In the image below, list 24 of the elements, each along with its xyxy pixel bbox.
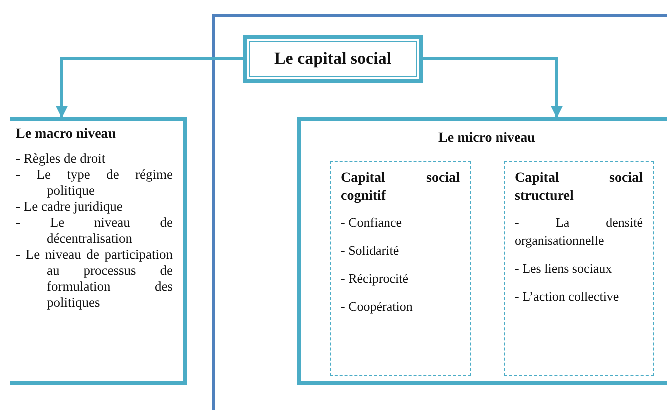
list-item: - Réciprocité	[341, 270, 410, 288]
heading: Le macro niveau	[16, 127, 118, 143]
list-item: - Le niveau de participation au processus de formulation des politiques	[16, 247, 173, 311]
panel-box	[297, 117, 667, 385]
list-item: - L’action collective	[515, 288, 620, 306]
list-item: - Le niveau de décentralisation	[16, 215, 173, 247]
heading: Capital social structurel	[515, 170, 643, 206]
heading: Le capital social	[274, 49, 392, 69]
list-item: - Solidarité	[341, 242, 400, 260]
heading: Le micro niveau	[438, 131, 536, 147]
list-item: - Le type de régime politique	[16, 167, 173, 199]
list-item: - Coopération	[341, 298, 414, 316]
dashed-box	[330, 161, 471, 376]
arrow	[56, 58, 243, 118]
panel-box	[10, 117, 187, 385]
list-item: - Les liens sociaux	[515, 260, 614, 278]
list-item: - Confiance	[341, 214, 404, 232]
arrow	[423, 58, 563, 118]
title-box	[243, 35, 423, 83]
list-item: - La densité organisationnelle	[515, 214, 643, 250]
dashed-box	[504, 161, 654, 376]
heading: Capital social cognitif	[341, 170, 460, 206]
list-item: - Le cadre juridique	[16, 199, 124, 215]
list-item: - Règles de droit	[16, 151, 107, 167]
